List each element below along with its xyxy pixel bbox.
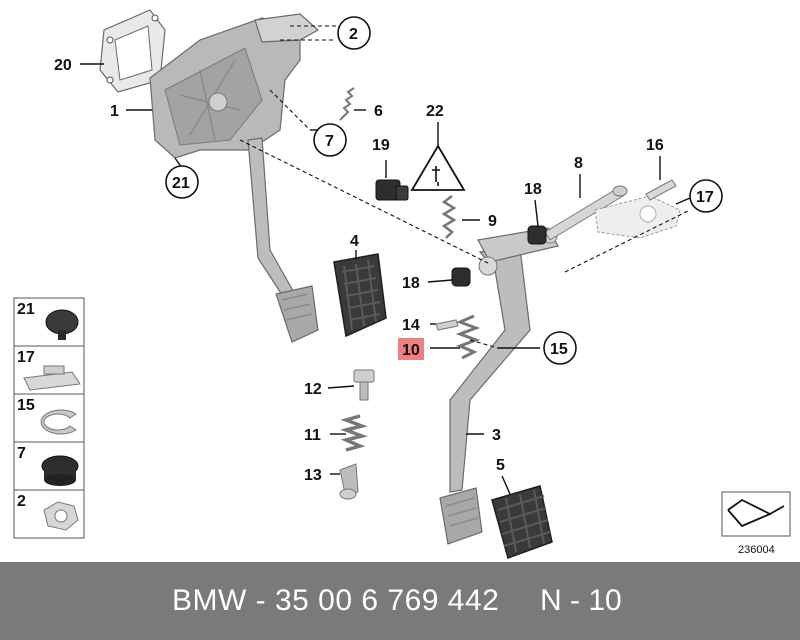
- legend-row-17[interactable]: 17: [17, 349, 81, 391]
- label-7: 7: [325, 133, 334, 150]
- leader-lines: [80, 25, 691, 495]
- legend-row-15[interactable]: 15: [17, 397, 77, 435]
- label-22: 22: [426, 103, 444, 120]
- warning-triangle-part-22[interactable]: [410, 144, 466, 191]
- diagram-code: 236004: [738, 544, 775, 556]
- diagram-code-block: 236004: [721, 491, 791, 556]
- legend-label-2: 2: [17, 493, 26, 510]
- legend-row-21[interactable]: 21: [17, 301, 79, 340]
- label-17: 17: [696, 189, 714, 206]
- pin-part-16[interactable]: [645, 179, 677, 201]
- legend-row-7[interactable]: 7: [17, 445, 79, 486]
- label-16: 16: [646, 137, 664, 154]
- label-19: 19: [372, 137, 390, 154]
- pedal-pad-part-5[interactable]: [491, 485, 553, 559]
- pedal-bracket-part-1[interactable]: [149, 13, 320, 159]
- label-10: 10: [402, 342, 420, 359]
- label-8: 8: [574, 155, 583, 172]
- label-11: 11: [304, 427, 321, 444]
- callout-circle-15: [543, 331, 577, 365]
- footer-part-number: BMW - 35 00 6 769 442: [172, 584, 500, 617]
- label-18-upper: 18: [524, 181, 542, 198]
- label-14: 14: [402, 317, 420, 334]
- spring-part-9[interactable]: [441, 195, 457, 239]
- label-15: 15: [550, 341, 568, 358]
- clip-part-19[interactable]: [375, 179, 409, 201]
- footer-bar: BMW - 35 00 6 769 442 N - 10: [0, 562, 800, 640]
- bolt-part-12[interactable]: [353, 369, 375, 401]
- bushing-part-18-lower[interactable]: [451, 267, 471, 287]
- label-5: 5: [496, 457, 505, 474]
- callout-circle-7: [313, 123, 347, 157]
- legend-label-15: 15: [17, 397, 35, 414]
- pin-part-13[interactable]: [339, 463, 359, 500]
- bushing-part-18-upper[interactable]: [527, 225, 547, 245]
- spring-part-11[interactable]: [340, 414, 368, 452]
- legend-row-2[interactable]: 2: [17, 493, 79, 531]
- label-3: 3: [492, 427, 501, 444]
- label-2: 2: [349, 26, 358, 43]
- label-18-lower: 18: [402, 275, 420, 292]
- label-4: 4: [350, 233, 359, 250]
- callout-circle-21: [165, 165, 199, 199]
- label-21: 21: [172, 175, 190, 192]
- legend-label-21: 21: [17, 301, 35, 318]
- spring-part-6[interactable]: [339, 87, 355, 121]
- pin-part-14[interactable]: [435, 319, 459, 331]
- label-12: 12: [304, 381, 322, 398]
- label-6: 6: [374, 103, 383, 120]
- label-13: 13: [304, 467, 322, 484]
- label-1: 1: [110, 103, 119, 120]
- label-20: 20: [54, 57, 72, 74]
- label-9: 9: [488, 213, 497, 230]
- callout-circle-2: [337, 16, 371, 50]
- callout-circle-17: [689, 179, 723, 213]
- arrow-icon: [727, 498, 785, 528]
- shaft-part-8[interactable]: [544, 185, 628, 241]
- clutch-pedal-arm[interactable]: [247, 137, 319, 343]
- spring-part-10[interactable]: [455, 314, 481, 360]
- highlight-box-10: [398, 338, 424, 360]
- footer-reference: N - 10: [540, 584, 622, 617]
- legend-label-7: 7: [17, 445, 26, 462]
- legend-label-17: 17: [17, 349, 35, 366]
- pedal-pad-part-4[interactable]: [333, 253, 387, 338]
- parts-legend: 21 17 15 7 2: [13, 297, 85, 539]
- callout-labels: 20 1 2 6 7 21 19 22 8 16 17 18 9 4 18 14…: [54, 16, 723, 484]
- parts-diagram: 20 1 2 6 7 21 19 22 8 16 17 18 9 4 18 14…: [13, 9, 791, 559]
